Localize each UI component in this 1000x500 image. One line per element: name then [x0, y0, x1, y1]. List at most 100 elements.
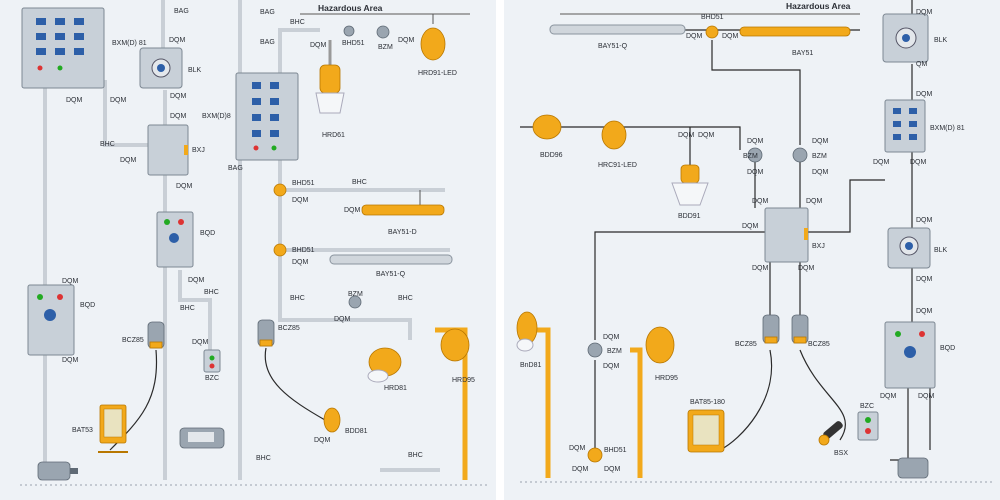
left-label-dqm-5: DQM — [170, 113, 187, 120]
left-label-bhc-7: BHC — [398, 295, 413, 302]
left-label-bay51-q: BAY51-Q — [376, 271, 406, 278]
right-bzm-box-1 — [747, 147, 763, 163]
right-label-dqm-26: DQM — [572, 466, 589, 473]
right-label-dqm-1: DQM — [686, 33, 703, 40]
left-label-bhd51-1: BHD51 — [342, 40, 365, 47]
right-label-dqm-15: DQM — [916, 91, 933, 98]
right-wire-to-bxm — [808, 179, 885, 233]
left-label-blk: BLK — [188, 67, 202, 74]
right-bay51-light — [739, 26, 851, 37]
left-bqd-box-lower — [27, 284, 75, 356]
right-label-dqm-17: DQM — [910, 159, 927, 166]
left-label-bag-1: BAG — [174, 8, 189, 15]
right-label-dqm-12: DQM — [752, 265, 769, 272]
left-label-dqm-18: DQM — [314, 437, 331, 444]
left-label-bhc-5: BHC — [352, 179, 367, 186]
left-bay51-q-light — [329, 254, 453, 265]
right-bhd51-junction-top — [705, 25, 719, 39]
right-bhd51-junction-bottom — [587, 447, 603, 463]
left-label-dqm-15: DQM — [344, 207, 361, 214]
right-label-blk-1: BLK — [934, 37, 948, 44]
left-label-bxm-d81: BXM(D) 81 — [112, 40, 147, 47]
left-label-dqm-6: DQM — [120, 157, 137, 164]
right-bdd91-light — [671, 164, 709, 206]
right-label-bcz85-2: BCZ85 — [808, 341, 830, 348]
right-wire-lights — [520, 126, 741, 150]
right-bnd81-pole-light — [516, 311, 551, 478]
right-label-dqm-18: DQM — [916, 217, 933, 224]
right-bcz85-plug-2 — [791, 314, 809, 344]
right-label-dqm-10: DQM — [806, 198, 823, 205]
left-label-bzm-1: BZM — [378, 44, 393, 51]
left-label-dqm-4: DQM — [170, 93, 187, 100]
right-label-bzm-2: BZM — [812, 153, 827, 160]
right-label-dqm-2: DQM — [722, 33, 739, 40]
right-label-dqm-22: DQM — [918, 393, 935, 400]
left-bzm-junction — [348, 295, 362, 309]
right-motor — [897, 457, 929, 479]
left-label-hrd81: HRD81 — [384, 385, 407, 392]
right-bzm-box-3 — [587, 342, 603, 358]
right-label-dqm-6: DQM — [747, 169, 764, 176]
left-area-title: Hazardous Area — [318, 3, 383, 13]
right-label-dqm-20: DQM — [916, 308, 933, 315]
left-label-bxm-d8: BXM(D)8 — [202, 113, 231, 120]
left-label-bhc-9: BHC — [408, 452, 423, 459]
left-bcz85-plug-2 — [257, 319, 275, 347]
right-label-bat85-180: BAT85-180 — [690, 399, 725, 406]
left-label-dqm-11: DQM — [62, 357, 79, 364]
left-label-dqm-1: DQM — [66, 97, 83, 104]
left-panel: Hazardous Area — [20, 0, 490, 486]
left-motor — [37, 461, 78, 481]
right-bdd96-light — [532, 114, 562, 140]
left-label-bhc-1: BHC — [100, 141, 115, 148]
right-label-blk-2: BLK — [934, 247, 948, 254]
left-label-hrd61: HRD61 — [322, 132, 345, 139]
right-bqd-box — [884, 321, 936, 389]
left-label-bqd-2: BQD — [80, 302, 95, 309]
left-label-hrd91-led: HRD91-LED — [418, 70, 457, 77]
left-label-dqm-17: DQM — [334, 316, 351, 323]
right-label-bdd96: BDD96 — [540, 152, 563, 159]
left-label-dqm-12: DQM — [310, 42, 327, 49]
left-label-hrd95: HRD95 — [452, 377, 475, 384]
right-bat85-180-floodlight — [687, 409, 725, 453]
left-label-bhc-6: BHC — [290, 295, 305, 302]
right-blk-box-bottom — [887, 227, 931, 269]
left-label-bhc-8: BHC — [256, 455, 271, 462]
right-label-dqm-14: DQM — [916, 9, 933, 16]
left-label-bqd-1: BQD — [200, 230, 215, 237]
left-label-bdd81: BDD81 — [345, 428, 368, 435]
right-hrd95-pole-light — [630, 326, 675, 478]
right-label-dqm-13: DQM — [798, 265, 815, 272]
right-label-bay51: BAY51 — [792, 50, 813, 57]
left-label-bhc-4: BHC — [290, 19, 305, 26]
left-bhd51-box — [343, 25, 355, 37]
left-conduit-9 — [278, 160, 412, 340]
right-label-dqm-3: DQM — [678, 132, 695, 139]
left-label-bhc-3: BHC — [180, 305, 195, 312]
right-label-bsx: BSX — [834, 450, 848, 457]
right-label-dqm-5: DQM — [747, 138, 764, 145]
left-conduit-8 — [278, 28, 320, 80]
right-blk-box-top — [882, 13, 929, 63]
right-label-dqm-16: DQM — [873, 159, 890, 166]
right-label-bxj: BXJ — [812, 243, 825, 250]
left-label-dqm-7: DQM — [176, 183, 193, 190]
left-hrd91-led-light — [420, 14, 446, 61]
left-label-bag-3: BAG — [260, 39, 275, 46]
right-label-bnd81: BnD81 — [520, 362, 542, 369]
right-label-hrc91-led: HRC91-LED — [598, 162, 637, 169]
left-hrd81-light — [367, 347, 402, 383]
right-wire-bat85 — [719, 349, 773, 451]
right-label-dqm-9: DQM — [752, 198, 769, 205]
right-bzm-box-2 — [792, 147, 808, 163]
left-label-dqm-10: DQM — [62, 278, 79, 285]
right-label-hrd95: HRD95 — [655, 375, 678, 382]
left-label-bxj: BXJ — [192, 147, 205, 154]
left-wire-bdd81 — [264, 347, 326, 421]
left-label-bag-4: BAG — [228, 165, 243, 172]
right-panel: Hazardous Area — [516, 0, 995, 483]
